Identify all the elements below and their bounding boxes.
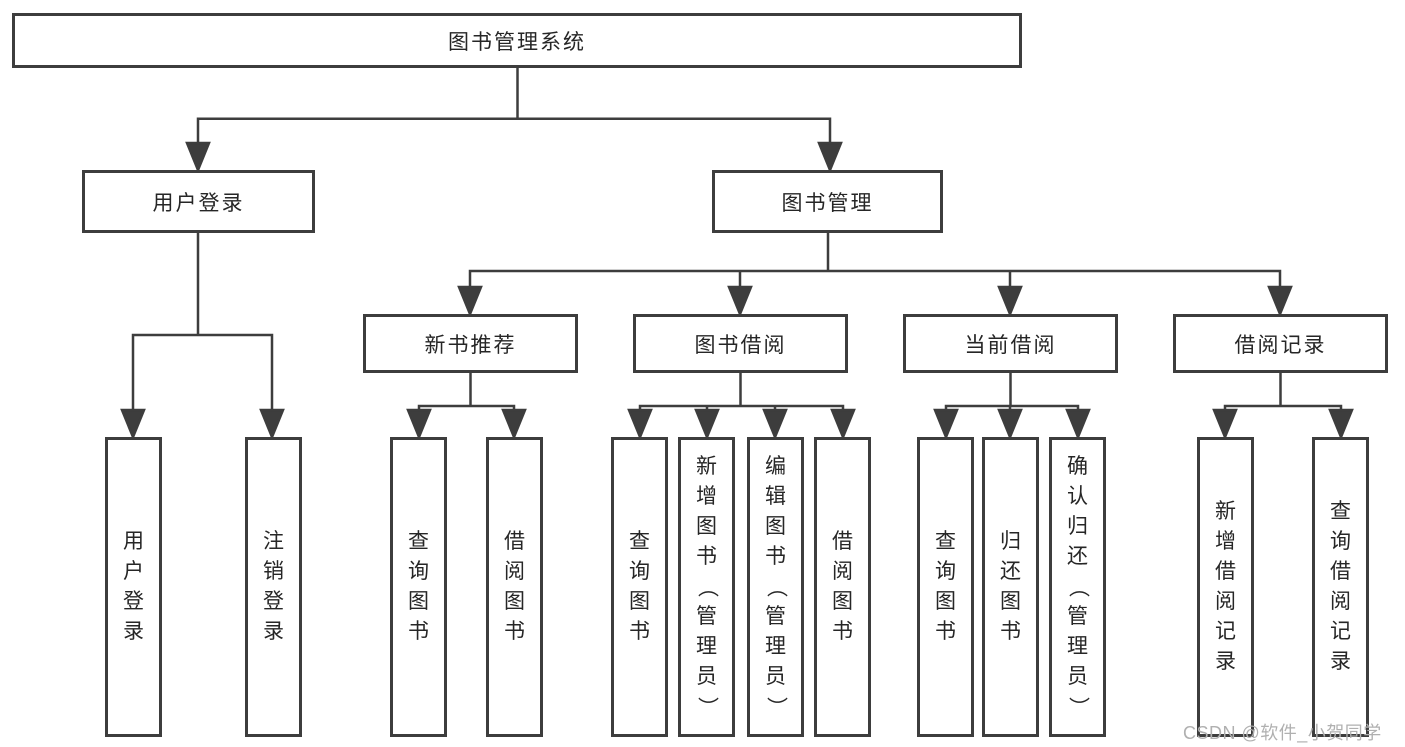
node-user-login-leaf: 用户登录 (105, 437, 162, 737)
node-add-borrow-record: 新增借阅记录 (1197, 437, 1254, 737)
node-query-borrow-record: 查询借阅记录 (1312, 437, 1369, 737)
node-label: 图书借阅 (694, 333, 787, 357)
node-label: 借阅记录 (1234, 333, 1327, 357)
connector-root-to-level1 (185, 68, 843, 174)
node-add-book-admin: 新增图书（管理员） (678, 437, 735, 737)
connector-book-borrow-children (627, 373, 856, 441)
node-current-borrow: 当前借阅 (903, 314, 1118, 373)
node-borrow-books-1: 借阅图书 (486, 437, 543, 737)
connector-current-borrow-children (933, 373, 1091, 441)
node-book-borrow: 图书借阅 (633, 314, 848, 373)
node-user-login: 用户登录 (82, 170, 315, 233)
node-library-management-system: 图书管理系统 (12, 13, 1022, 68)
node-label: 新书推荐 (424, 333, 517, 357)
node-label: 图书管理 (781, 191, 874, 215)
node-label: 图书管理系统 (448, 30, 586, 54)
node-confirm-return-admin: 确认归还（管理员） (1049, 437, 1106, 737)
connector-new-book-recommend-children (406, 373, 527, 441)
connector-user-login-children (120, 233, 285, 441)
node-new-book-recommend: 新书推荐 (363, 314, 578, 373)
csdn-watermark: CSDN @软件_小贺同学 (1183, 723, 1382, 743)
node-return-book: 归还图书 (982, 437, 1039, 737)
node-label: 当前借阅 (964, 333, 1057, 357)
node-borrow-record: 借阅记录 (1173, 314, 1388, 373)
node-query-books-1: 查询图书 (390, 437, 447, 737)
node-edit-book-admin: 编辑图书（管理员） (747, 437, 804, 737)
node-logout: 注销登录 (245, 437, 302, 737)
node-label: 用户登录 (152, 191, 245, 215)
node-book-management: 图书管理 (712, 170, 943, 233)
node-borrow-books-2: 借阅图书 (814, 437, 871, 737)
connector-book-management-children (457, 233, 1293, 318)
node-query-books-3: 查询图书 (917, 437, 974, 737)
connector-borrow-record-children (1212, 373, 1354, 441)
node-query-books-2: 查询图书 (611, 437, 668, 737)
